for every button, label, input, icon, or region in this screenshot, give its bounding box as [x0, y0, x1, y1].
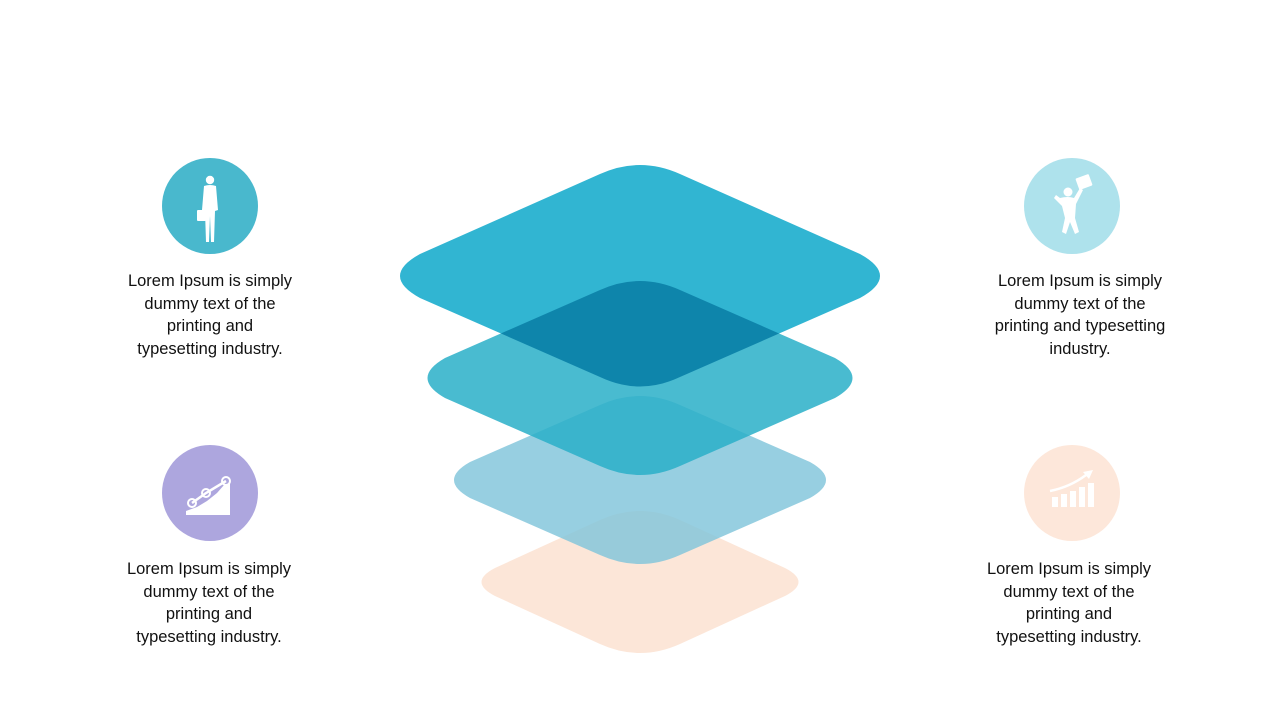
text-line: dummy text of the: [1014, 294, 1146, 313]
text-block-bottom-right: Lorem Ipsum is simply dummy text of the …: [969, 558, 1169, 649]
text-line: printing and: [1025, 605, 1113, 624]
text-line: dummy text of the: [144, 294, 276, 313]
icon-circle-bottom-right: [1024, 445, 1120, 541]
icon-circle-top-left: [162, 158, 258, 254]
icon-circle-top-right: [1024, 158, 1120, 254]
text-line: Lorem Ipsum is simply: [997, 272, 1163, 290]
text-line: typesetting industry.: [137, 340, 283, 359]
text-line: Lorem Ipsum is simply: [126, 560, 292, 578]
text-line: Lorem Ipsum is simply: [127, 272, 293, 290]
bar-chart-growth-icon: [1049, 470, 1094, 507]
businessman-icon: [197, 175, 218, 242]
text-line: dummy text of the: [143, 582, 275, 601]
text-line: industry.: [1049, 340, 1111, 359]
text-line: typesetting industry.: [996, 628, 1142, 647]
layer-4-diamond: [481, 511, 799, 653]
text-line: typesetting industry.: [136, 628, 282, 647]
celebrating-person-icon: [1054, 174, 1093, 234]
text-block-top-left: Lorem Ipsum is simply dummy text of the …: [110, 270, 310, 361]
layer-1-diamond: [400, 165, 880, 387]
text-line: printing and typesetting: [994, 317, 1166, 336]
text-line: printing and: [165, 605, 253, 624]
text-line: dummy text of the: [1003, 582, 1135, 601]
text-line: printing and: [166, 317, 254, 336]
icon-circle-bottom-left: [162, 445, 258, 541]
text-line: Lorem Ipsum is simply: [986, 560, 1152, 578]
growth-steps-icon: [186, 476, 231, 515]
text-block-top-right: Lorem Ipsum is simply dummy text of the …: [980, 270, 1180, 361]
text-block-bottom-left: Lorem Ipsum is simply dummy text of the …: [109, 558, 309, 649]
